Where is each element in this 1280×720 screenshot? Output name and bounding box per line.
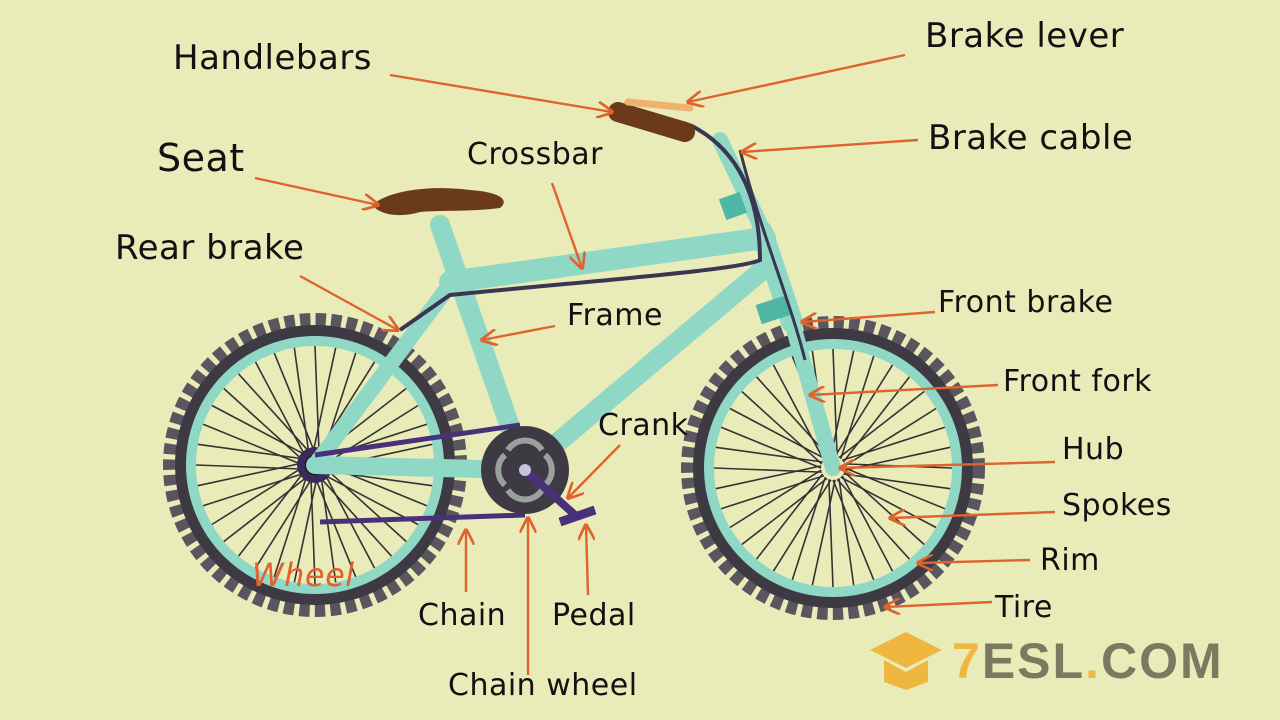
spoke — [223, 387, 305, 462]
spoke — [832, 348, 838, 457]
spoke — [254, 476, 314, 569]
spoke — [841, 475, 894, 572]
spoke — [830, 350, 855, 457]
handlebar-grip — [608, 102, 695, 142]
spoke — [715, 465, 822, 490]
spoke — [197, 462, 304, 487]
spoke — [772, 364, 825, 461]
spoke — [843, 471, 925, 546]
spoke — [197, 443, 305, 460]
spoke — [322, 473, 419, 526]
spoke — [273, 352, 316, 454]
spoke — [320, 475, 337, 583]
label-front-brake: Front brake — [938, 285, 1114, 320]
spoke — [293, 347, 310, 455]
label-hub: Hub — [1062, 432, 1125, 467]
spoke — [202, 423, 304, 466]
spoke — [720, 426, 822, 469]
label-rear-brake: Rear brake — [115, 228, 305, 268]
spoke — [312, 347, 337, 454]
spoke — [211, 466, 304, 526]
logo-text: 7ESL.COM — [952, 633, 1224, 689]
spoke — [729, 469, 822, 529]
spoke — [836, 478, 911, 560]
spoke — [844, 407, 937, 467]
spoke — [834, 364, 894, 457]
label-wheel: Wheel — [252, 556, 355, 594]
label-crank: Crank — [598, 408, 689, 443]
spoke — [310, 476, 316, 585]
spoke — [202, 471, 307, 507]
spoke — [273, 473, 309, 578]
spoke — [720, 474, 825, 510]
spoke — [772, 479, 832, 572]
spoke — [237, 373, 312, 455]
spoke — [325, 468, 407, 543]
label-handlebars: Handlebars — [173, 38, 373, 78]
spoke — [293, 476, 318, 583]
label-tire: Tire — [995, 590, 1053, 625]
spoke — [755, 473, 824, 560]
spoke — [841, 426, 946, 462]
spoke — [715, 446, 823, 463]
spoke — [838, 390, 925, 459]
front-wheel — [681, 316, 985, 620]
pedal — [558, 505, 597, 527]
label-chain-wheel: Chain wheel — [448, 668, 638, 703]
spoke — [741, 477, 828, 546]
label-crossbar: Crossbar — [467, 137, 603, 172]
spoke — [223, 474, 310, 543]
label-brake-cable: Brake cable — [928, 118, 1134, 158]
spoke — [755, 376, 830, 458]
label-seat: Seat — [157, 136, 245, 180]
seat — [372, 188, 504, 216]
label-arrows — [254, 53, 1056, 675]
spoke — [254, 361, 307, 458]
spoke — [839, 355, 875, 460]
spoke — [791, 476, 827, 581]
spoke — [713, 467, 822, 473]
spoke — [729, 407, 826, 460]
spoke — [838, 478, 855, 586]
graduation-cap-icon — [870, 632, 942, 690]
7esl-logo: 7ESL.COM — [870, 632, 1224, 690]
label-brake-lever: Brake lever — [925, 16, 1125, 56]
spoke — [195, 464, 304, 470]
spoke — [844, 467, 946, 510]
spoke — [843, 473, 951, 490]
label-spokes: Spokes — [1062, 488, 1172, 523]
spoke — [237, 470, 306, 557]
spoke — [211, 404, 308, 457]
spoke — [318, 475, 393, 557]
label-rim: Rim — [1040, 543, 1100, 578]
spoke — [828, 479, 834, 588]
spoke — [741, 390, 823, 465]
spoke — [832, 479, 875, 581]
label-frame: Frame — [567, 298, 663, 333]
brake-lever — [624, 98, 694, 112]
spoke — [314, 476, 357, 578]
spoke — [811, 479, 836, 586]
spoke — [840, 476, 937, 529]
label-front-fork: Front fork — [1003, 364, 1153, 399]
label-chain: Chain — [418, 598, 507, 633]
spoke — [314, 345, 320, 454]
label-pedal: Pedal — [552, 598, 636, 633]
crank — [522, 467, 578, 518]
